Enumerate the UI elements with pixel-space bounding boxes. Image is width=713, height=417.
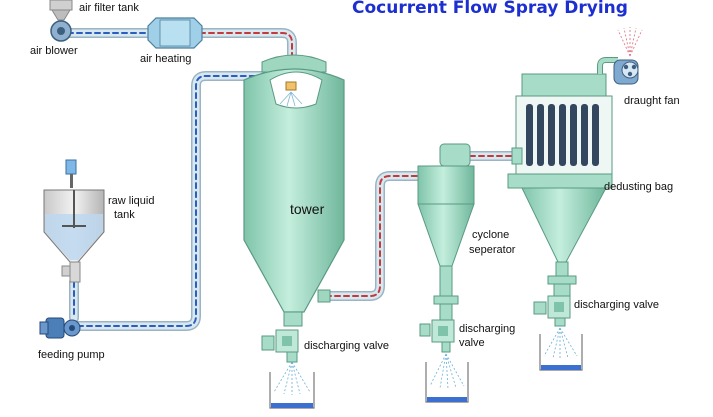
cyclone-label-line1: cyclone [472, 229, 510, 241]
cyclone-separator [417, 143, 475, 297]
tower-label: tower [290, 201, 325, 217]
raw-liquid-tank-label-line2: tank [114, 209, 135, 221]
draught-fan [613, 59, 639, 85]
cyclone-discharging-valve-label-line2: valve [459, 337, 485, 349]
air-heater [147, 17, 203, 49]
air-blower-label: air blower [30, 45, 78, 57]
raw-liquid-tank-label-line1: raw liquid [108, 195, 155, 207]
bag-collection-tray [539, 334, 583, 371]
air-heating-label: air heating [140, 53, 192, 65]
tower-discharging-valve [261, 311, 303, 363]
tower-collection-spray [273, 361, 311, 395]
air-filter-tank [49, 0, 73, 21]
diagram-title: Cocurrent Flow Spray Drying [352, 0, 628, 18]
bag-discharging-valve [533, 261, 577, 327]
dedusting-bag [507, 57, 618, 263]
feeding-pump [39, 317, 81, 339]
cyclone-label-line2: seperator [469, 244, 516, 256]
feeding-pump-label: feeding pump [38, 349, 105, 361]
cyclone-discharging-valve-label-line1: discharging [459, 323, 516, 335]
cyclone-discharging-valve [419, 295, 459, 353]
spray-tower [243, 54, 345, 313]
draught-fan-label: draught fan [624, 95, 680, 107]
pipes [63, 28, 525, 331]
exhaust-mist [617, 27, 643, 57]
air-filter-tank-label: air filter tank [79, 2, 139, 14]
cyclone-collection-tray [425, 362, 469, 403]
bag-collection-spray [543, 327, 578, 359]
raw-liquid-tank [43, 159, 105, 283]
tower-collection-tray [269, 372, 315, 409]
dedusting-bag-label: dedusting bag [604, 181, 674, 193]
tower-discharging-valve-label: discharging valve [304, 340, 389, 352]
air-blower [50, 20, 72, 42]
cyclone-collection-spray [429, 353, 465, 390]
bag-discharging-valve-label: discharging valve [574, 299, 659, 311]
